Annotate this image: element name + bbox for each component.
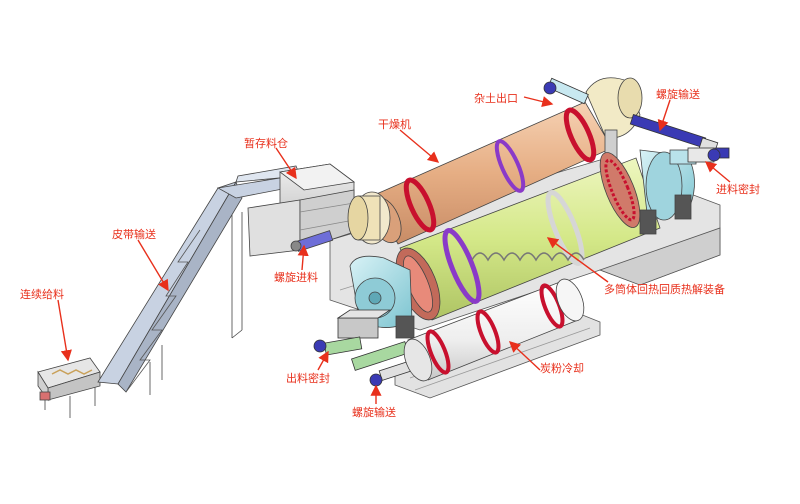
- label-screw-feeding: 螺旋进料: [274, 271, 318, 284]
- label-screw-conveying-bottom: 螺旋输送: [352, 406, 396, 419]
- label-temporary-bin: 暂存料仓: [244, 137, 288, 150]
- label-multi-cylinder-equipment: 多筒体回热回质热解装备: [604, 283, 725, 296]
- feeding-seal: [687, 147, 721, 163]
- discharge-seal: [313, 309, 392, 356]
- dryer-inlet-hood: [347, 191, 391, 245]
- label-char-cooling: 炭粉冷却: [540, 362, 584, 375]
- label-screw-conveying-top: 螺旋输送: [656, 88, 700, 101]
- impurity-outlet-pipe: [543, 77, 589, 105]
- label-continuous-feeding: 连续给料: [20, 288, 64, 301]
- bottom-screw-conveyor: [351, 341, 412, 387]
- label-feeding-seal: 进料密封: [716, 183, 760, 196]
- label-discharge-seal: 出料密封: [286, 372, 330, 385]
- belt-conveyor: [97, 165, 301, 395]
- label-dryer: 干燥机: [378, 118, 411, 131]
- label-belt-conveyor: 皮带输送: [112, 228, 156, 241]
- char-cooler-drum: [403, 278, 585, 382]
- storage-bin: [247, 163, 355, 257]
- leader-arrows: [57, 96, 731, 404]
- label-impurity-outlet: 杂土出口: [474, 92, 518, 105]
- dryer-outlet-hood: [585, 77, 643, 165]
- continuous-feeder: [37, 357, 101, 418]
